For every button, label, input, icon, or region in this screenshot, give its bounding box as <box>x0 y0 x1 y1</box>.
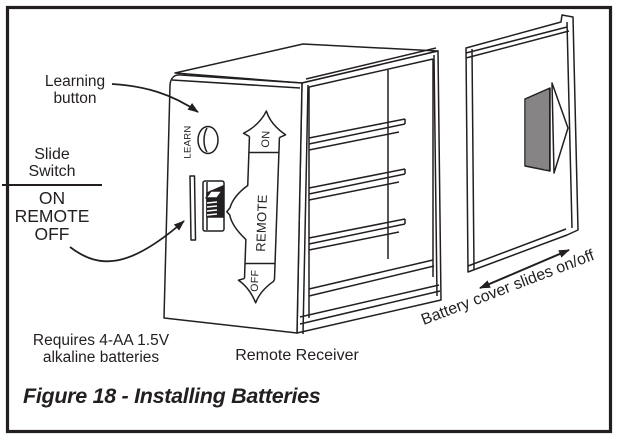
switch-remote-label: REMOTE <box>253 194 270 252</box>
battery-compartment <box>299 58 441 325</box>
slide-switch-remote: REMOTE <box>14 205 90 226</box>
learn-label: LEARN <box>182 125 193 158</box>
battery-requirement-line1: Requires 4-AA 1.5V <box>32 332 170 349</box>
learn-button-icon <box>197 125 219 155</box>
figure-border <box>5 5 613 434</box>
switch-on-label: ON <box>260 130 273 148</box>
figure-caption: Figure 18 - Installing Batteries <box>23 384 321 408</box>
learning-button-arrow <box>111 83 199 113</box>
slide-switch-off: OFF <box>34 223 70 244</box>
battery-requirement-label: Requires 4-AA 1.5V alkaline batteries <box>16 332 186 366</box>
learning-button-label: Learning button <box>36 73 114 107</box>
battery-cover-drawing <box>465 14 579 289</box>
battery-shelves <box>308 118 406 251</box>
slide-switch-title-line2: Switch <box>28 163 76 181</box>
slide-switch-divider <box>2 183 102 186</box>
annotation-arrows <box>69 83 199 263</box>
battery-requirement-line2: alkaline batteries <box>42 349 160 367</box>
receiver-drawing <box>163 43 442 335</box>
receiver-front-face <box>163 74 303 334</box>
learning-button-label-line2: button <box>53 89 97 107</box>
slide-direction-arrow <box>479 249 570 289</box>
slide-switch-label: Slide Switch ON REMOTE OFF <box>2 146 102 243</box>
learning-button-label-line1: Learning <box>44 73 106 90</box>
slide-switch-title-line1: Slide <box>34 146 70 163</box>
slide-switch-on: ON <box>38 187 66 208</box>
slide-switch-arrow <box>69 220 185 263</box>
switch-off-label: OFF <box>249 270 262 292</box>
remote-receiver-label: Remote Receiver <box>235 347 359 364</box>
grip-arrow-icon <box>524 82 569 174</box>
slide-switch-icon <box>202 180 225 232</box>
switch-slot <box>189 175 197 241</box>
switch-position-arrow <box>226 110 287 304</box>
